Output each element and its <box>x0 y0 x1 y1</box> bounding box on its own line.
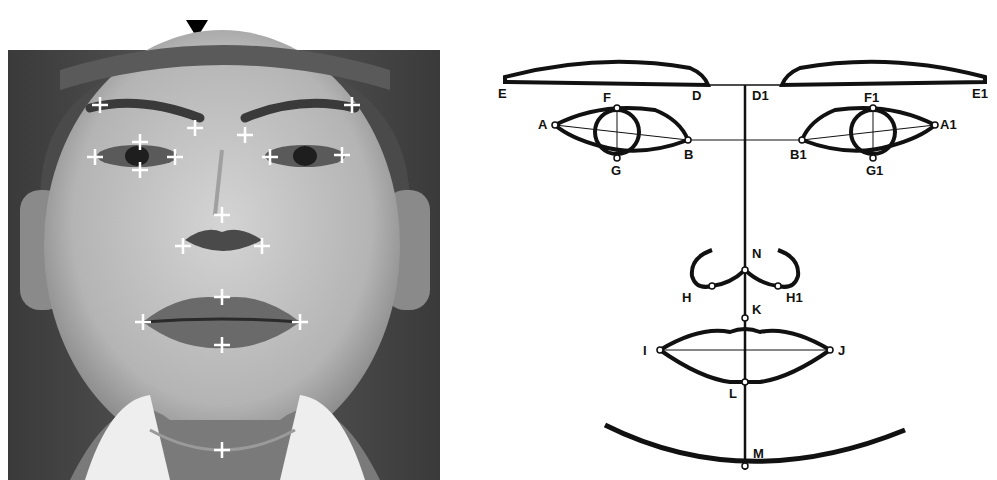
point-label: N <box>752 246 761 261</box>
right-features <box>745 62 985 289</box>
point-label: J <box>838 343 845 358</box>
point-label: A <box>538 117 547 132</box>
point-label: K <box>752 302 761 317</box>
landmark-crosses <box>87 97 360 458</box>
point-label: A1 <box>940 117 957 132</box>
point-label: H1 <box>786 290 803 305</box>
point-label: G1 <box>866 163 883 178</box>
left-features <box>505 62 745 289</box>
point-label: F1 <box>864 90 879 105</box>
point-label: B <box>684 147 693 162</box>
point-label: G <box>611 163 621 178</box>
point-label: F <box>603 90 611 105</box>
point-label: B1 <box>790 147 807 162</box>
point-label: L <box>729 386 737 401</box>
face-schematic <box>505 62 985 470</box>
point-label: H <box>682 290 691 305</box>
point-label: E <box>498 86 507 101</box>
point-label: I <box>643 343 647 358</box>
point-label: D1 <box>752 88 769 103</box>
point-label: M <box>753 446 764 461</box>
point-label: D <box>692 88 701 103</box>
point-label: E1 <box>972 86 988 101</box>
face-photo <box>8 30 440 480</box>
